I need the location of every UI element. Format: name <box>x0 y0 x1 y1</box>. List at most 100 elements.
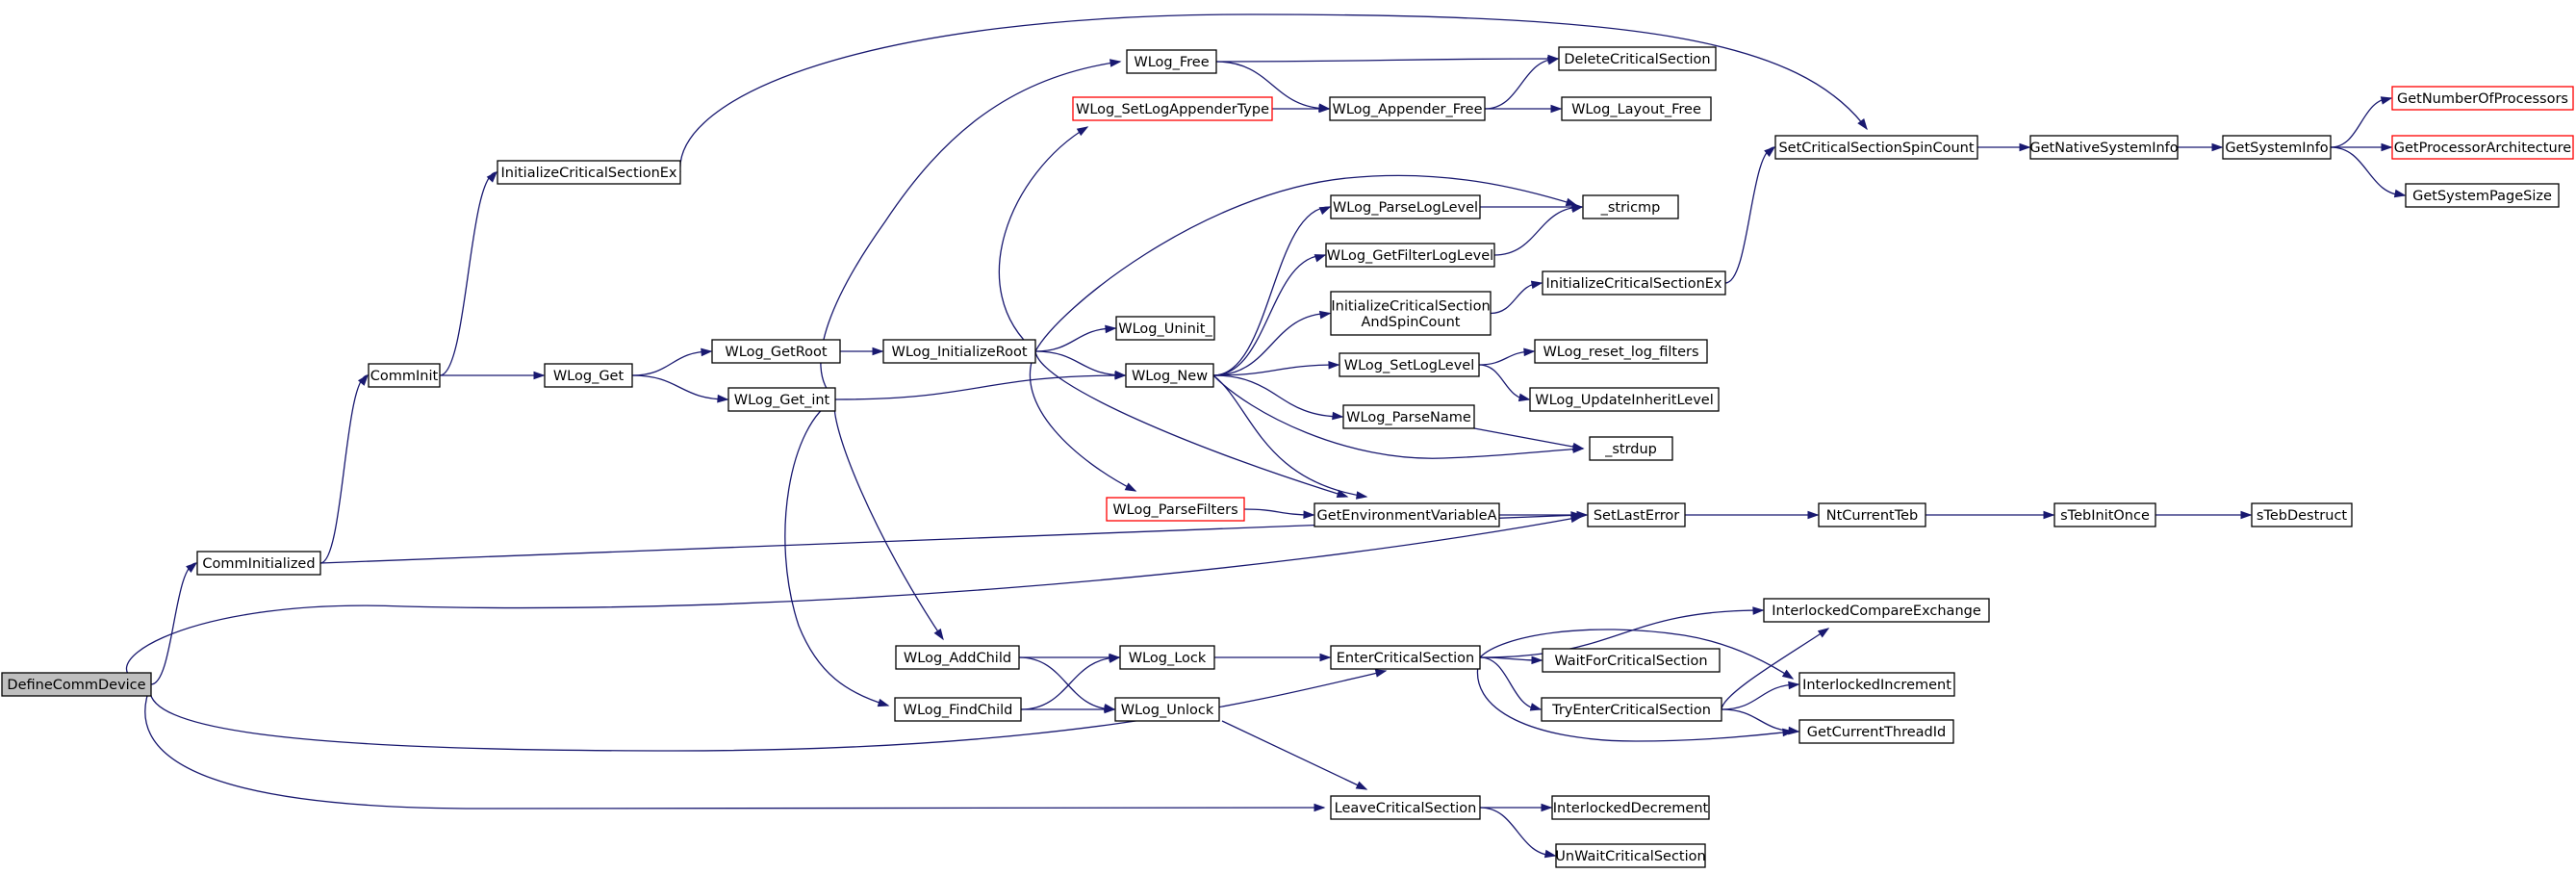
node-wlog-lock[interactable]: WLog_Lock <box>1119 645 1215 670</box>
node-box <box>1 672 152 697</box>
node-wlog-getroot[interactable]: WLog_GetRoot <box>711 339 841 364</box>
node-box <box>1106 497 1245 522</box>
nodes-layer: DefineCommDeviceCommInitializedCommInitI… <box>1 46 2574 868</box>
node-leavecriticalsection[interactable]: LeaveCriticalSection <box>1330 795 1481 820</box>
node-wlog-parseloglevel[interactable]: WLog_ParseLogLevel <box>1330 194 1481 219</box>
edge-leavecriticalsection-to-unwaitcriticalsection <box>1479 807 1557 859</box>
node-getnumberofprocessors[interactable]: GetNumberOfProcessors <box>2391 86 2574 111</box>
node-label: SetLastError <box>1594 508 1679 524</box>
edge-wlog-new-to-wlog-getfilterloglevel <box>1212 254 1327 376</box>
node-wlog-updateinheritlevel[interactable]: WLog_UpdateInheritLevel <box>1529 387 1720 412</box>
node-getsysteminfo[interactable]: GetSystemInfo <box>2222 135 2332 160</box>
node-interlockeddecrement[interactable]: InterlockedDecrement <box>1551 795 1710 820</box>
edge-line <box>1215 58 1559 63</box>
node-ntcurrentteb[interactable]: NtCurrentTeb <box>1818 502 1926 527</box>
node-getcurrentthreadid[interactable]: GetCurrentThreadId <box>1798 719 1954 744</box>
edge-line <box>439 171 497 376</box>
node-box <box>497 160 681 185</box>
node-label: InitializeCriticalSectionEx <box>500 166 676 181</box>
node-getsystempagesize[interactable]: GetSystemPageSize <box>2405 183 2560 208</box>
arrowhead <box>1109 59 1122 67</box>
edge-line <box>149 670 1387 752</box>
node-wlog-findchild[interactable]: WLog_FindChild <box>894 697 1022 722</box>
node-label: GetEnvironmentVariableA <box>1316 508 1496 524</box>
node-interlockedincrement[interactable]: InterlockedIncrement <box>1798 672 1955 697</box>
node-wlog-unlock[interactable]: WLog_Unlock <box>1114 697 1220 722</box>
node-wlog-new[interactable]: WLog_New <box>1125 363 1214 388</box>
node-wlog-getfilterloglevel[interactable]: WLog_GetFilterLogLevel <box>1325 243 1495 268</box>
node-wlog-parsename[interactable]: WLog_ParseName <box>1342 404 1475 429</box>
node-wlog-reset-log-filters[interactable]: WLog_reset_log_filters <box>1534 339 1708 364</box>
edge-getsysteminfo-to-getnumberofprocessors <box>2330 96 2393 148</box>
node-setcriticalsectionspincount[interactable]: SetCriticalSectionSpinCount <box>1774 135 1978 160</box>
node-wlog-initializeroot[interactable]: WLog_InitializeRoot <box>882 339 1036 364</box>
node-label: WLog_New <box>1132 369 1208 384</box>
edge-line <box>1212 206 1331 376</box>
edge-line <box>834 374 1126 400</box>
node-wlog-free[interactable]: WLog_Free <box>1126 49 1217 74</box>
edge-line <box>1221 720 1367 790</box>
node-definecommdevice[interactable]: DefineCommDevice <box>1 672 152 697</box>
node-label: sTebDestruct <box>2257 508 2348 524</box>
node-wlog-get[interactable]: WLog_Get <box>544 363 633 388</box>
arrowhead <box>1318 104 1331 114</box>
edge-wlog-free-to-deletecriticalsection <box>1215 54 1560 64</box>
node-box <box>1115 316 1215 341</box>
node-wlog-setlogappendertype[interactable]: WLog_SetLogAppenderType <box>1072 96 1273 121</box>
node-label: WLog_UpdateInheritLevel <box>1535 393 1714 408</box>
node-label: EnterCriticalSection <box>1337 651 1475 666</box>
edge-wlog-appender-free-to-wlog-layout-free <box>1485 104 1563 114</box>
node-box <box>894 697 1022 722</box>
node-getnativesysteminfo[interactable]: GetNativeSystemInfo <box>2029 135 2179 160</box>
node-label: GetNumberOfProcessors <box>2397 91 2568 107</box>
edge-wlog-get-int-to-wlog-new <box>834 371 1127 400</box>
node-label: DefineCommDevice <box>7 678 145 693</box>
node-box <box>2029 135 2179 160</box>
edge-wlog-initializeroot-to-wlog-parsefilters <box>1029 350 1137 492</box>
node-box <box>544 363 633 388</box>
node-label: WLog_Appender_Free <box>1332 102 1482 117</box>
node-deletecriticalsection[interactable]: DeleteCriticalSection <box>1558 46 1717 71</box>
node-entercriticalsection[interactable]: EnterCriticalSection <box>1330 645 1481 670</box>
node-stricmp[interactable]: _stricmp <box>1582 194 1679 219</box>
edge-line <box>1721 628 1829 710</box>
node-wlog-get-int[interactable]: WLog_Get_int <box>727 387 836 412</box>
node-unwaitcriticalsection[interactable]: UnWaitCriticalSection <box>1555 843 1706 868</box>
edge-wlog-new-to-wlog-parsename <box>1212 374 1344 421</box>
node-wlog-uninit[interactable]: WLog_Uninit_ <box>1115 316 1215 341</box>
edge-wlog-parsename-to-strdup <box>1473 427 1585 451</box>
node-stebinitonce[interactable]: sTebInitOnce <box>2053 502 2156 527</box>
node-wlog-addchild[interactable]: WLog_AddChild <box>895 645 1020 670</box>
node-label: TryEnterCriticalSection <box>1551 703 1711 718</box>
arrowhead <box>2240 510 2253 520</box>
edge-initializecriticalsectionex-b-to-setcriticalsectionspincount <box>1724 146 1776 284</box>
node-setlasterror[interactable]: SetLastError <box>1587 502 1686 527</box>
node-wlog-layout-free[interactable]: WLog_Layout_Free <box>1561 96 1712 121</box>
edge-getsysteminfo-to-getprocessorarchitecture <box>2331 142 2393 152</box>
node-initializecriticalsectionex-a[interactable]: InitializeCriticalSectionEx <box>497 160 681 185</box>
edge-getenvironmentvariablea-to-setlasterror <box>1499 510 1589 520</box>
node-label: GetProcessorArchitecture <box>2394 141 2572 156</box>
node-getprocessorarchitecture[interactable]: GetProcessorArchitecture <box>2391 135 2574 160</box>
node-box <box>1542 270 1726 296</box>
node-getenvironmentvariablea[interactable]: GetEnvironmentVariableA <box>1314 502 1500 527</box>
node-box <box>1529 387 1720 412</box>
edge-wlog-initializeroot-to-wlog-uninit <box>1034 324 1117 352</box>
node-waitforcriticalsection[interactable]: WaitForCriticalSection <box>1542 648 1721 673</box>
node-box <box>1818 502 1926 527</box>
node-comminit[interactable]: CommInit <box>368 363 441 388</box>
node-interlockedcompareexchange[interactable]: InterlockedCompareExchange <box>1763 598 1990 623</box>
node-strdup[interactable]: _strdup <box>1589 436 1673 461</box>
node-initializecriticalsectionex-b[interactable]: InitializeCriticalSectionEx <box>1542 270 1726 296</box>
node-tryentercriticalsection[interactable]: TryEnterCriticalSection <box>1541 697 1722 722</box>
node-box <box>1534 339 1708 364</box>
node-wlog-setloglevel[interactable]: WLog_SetLogLevel <box>1339 352 1480 377</box>
node-label: WLog_Get <box>553 369 625 384</box>
node-wlog-appender-free[interactable]: WLog_Appender_Free <box>1329 96 1486 121</box>
node-stebdestruct[interactable]: sTebDestruct <box>2251 502 2353 527</box>
node-comminitialized[interactable]: CommInitialized <box>196 551 321 576</box>
node-wlog-parsefilters[interactable]: WLog_ParseFilters <box>1106 497 1245 522</box>
node-label: GetSystemInfo <box>2225 141 2328 156</box>
edge-line <box>1215 61 1330 110</box>
